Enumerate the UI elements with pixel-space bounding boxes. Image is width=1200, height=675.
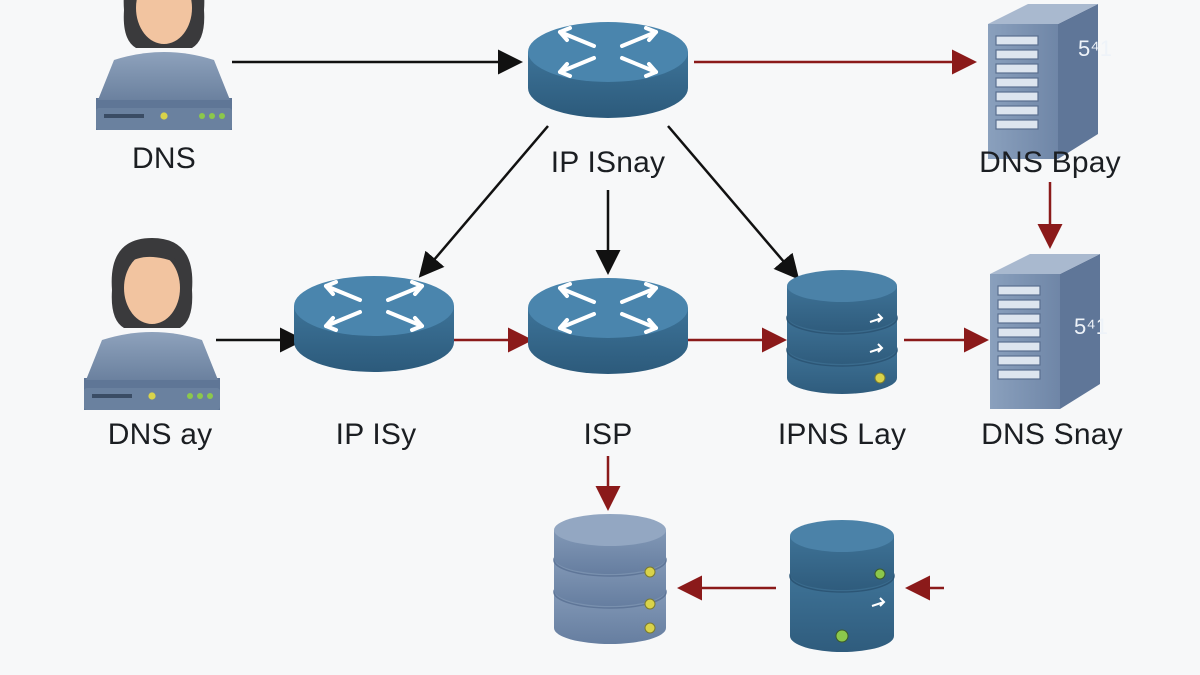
server-tower-icon: 5⁴1 bbox=[987, 3, 1112, 160]
user-icon bbox=[96, 0, 232, 130]
database-stack-icon bbox=[786, 269, 898, 395]
server-tower-icon: 5⁴1 bbox=[989, 253, 1108, 410]
node-label-ipns-lay: IPNS Lay bbox=[777, 418, 907, 451]
server-badge: 5⁴1 bbox=[1078, 36, 1112, 61]
node-label-dns-snay: DNS Snay bbox=[981, 418, 1123, 451]
router-icon bbox=[526, 20, 690, 120]
router-icon bbox=[526, 276, 690, 376]
connection-arrows bbox=[216, 49, 1063, 601]
server-badge: 5⁴1 bbox=[1074, 314, 1108, 339]
node-label-dns-ay: DNS ay bbox=[107, 418, 213, 451]
arrow-ip-isnay-to-ipns-lay bbox=[667, 125, 800, 280]
user-icon bbox=[84, 238, 220, 410]
database-stack-icon bbox=[789, 520, 895, 652]
node-label-dns-bpay: DNS Bpay bbox=[979, 146, 1121, 179]
node-label-ip-isy: IP ISy bbox=[335, 418, 417, 451]
router-icon bbox=[292, 274, 456, 374]
database-stack-icon bbox=[553, 514, 667, 644]
node-label-isp: ISP bbox=[583, 418, 633, 451]
node-label-ip-isnay: IP ISnay bbox=[550, 146, 666, 179]
node-label-dns: DNS bbox=[132, 142, 196, 175]
arrow-ip-isnay-to-ip-isy bbox=[418, 125, 549, 278]
